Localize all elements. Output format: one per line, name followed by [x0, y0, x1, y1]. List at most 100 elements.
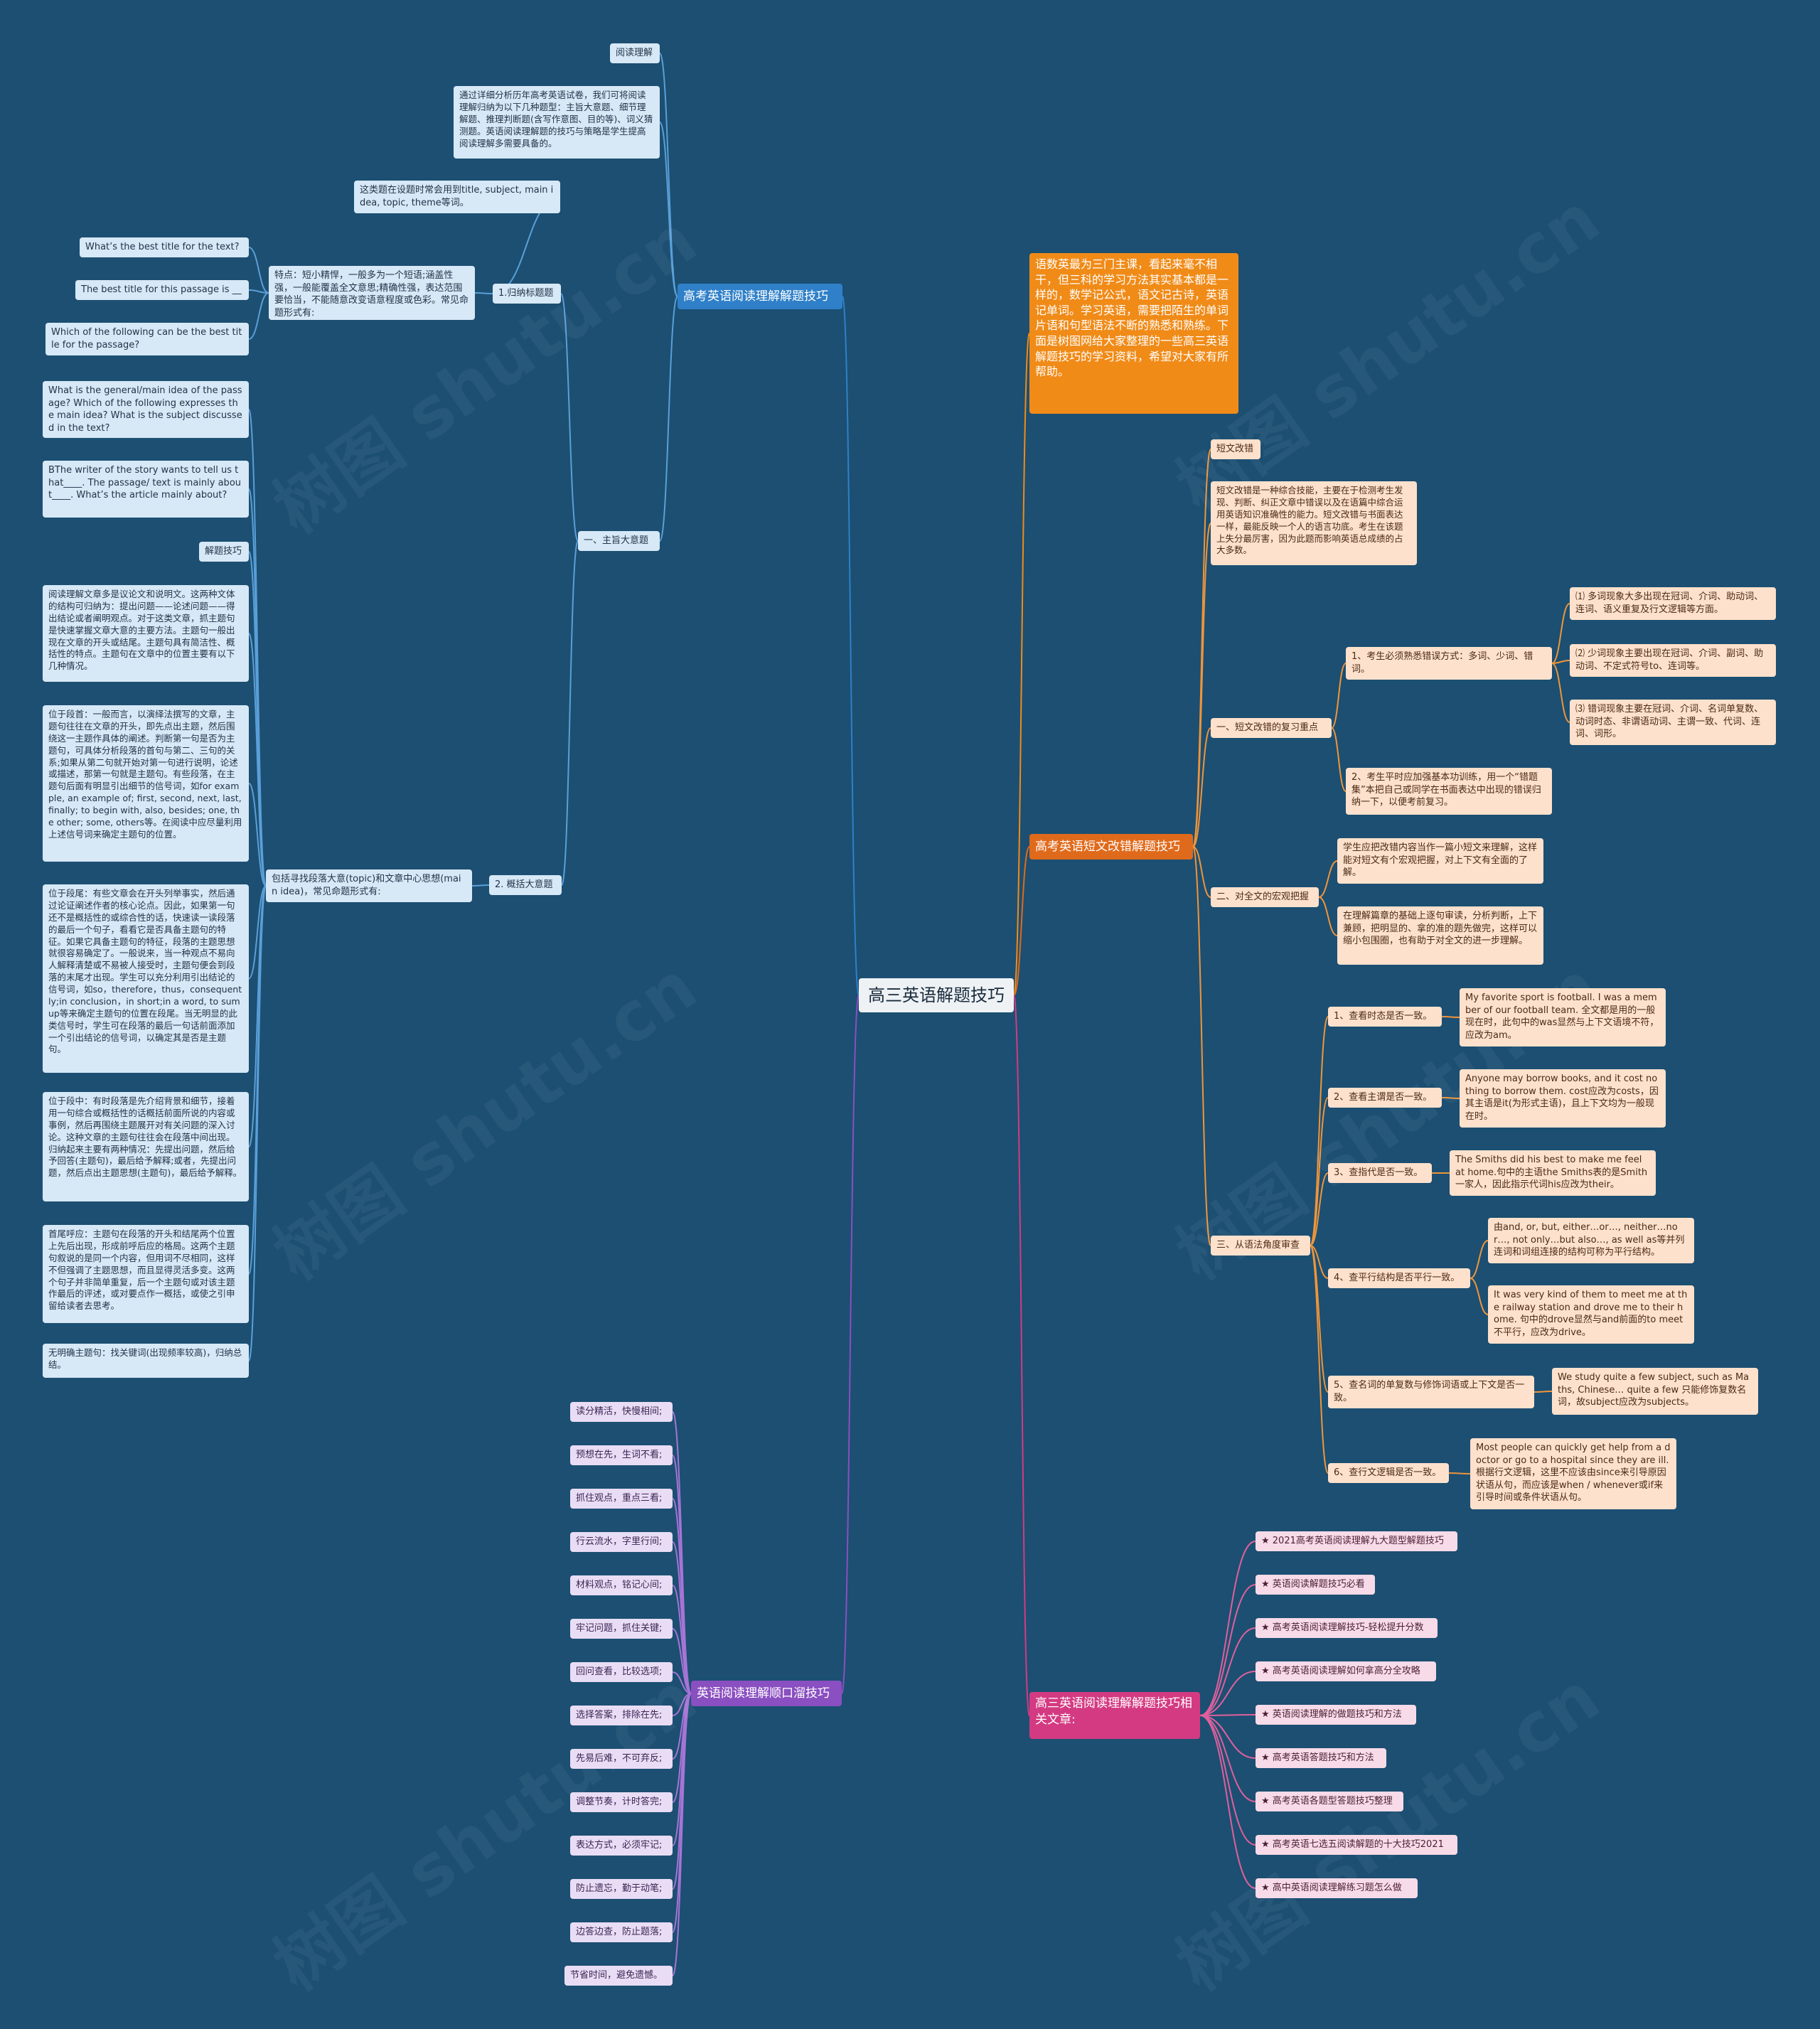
reading-intro[interactable]: 通过详细分析历年高考英语试卷，我们可将阅读理解归纳为以下几种题型：主旨大意题、细…	[454, 86, 660, 159]
related-link[interactable]: ★ 高考英语答题技巧和方法	[1256, 1748, 1386, 1768]
connector	[672, 1693, 692, 1976]
grammar-example[interactable]: We study quite a few subject, such as Ma…	[1552, 1368, 1758, 1415]
connector	[1192, 846, 1211, 1246]
grammar-check[interactable]: 6、查行文逻辑是否一致。	[1328, 1463, 1449, 1483]
mnemonic-item[interactable]: 先易后难，不可弃反;	[570, 1749, 673, 1769]
reading-title[interactable]: 阅读理解	[610, 43, 660, 63]
connector	[1310, 1172, 1329, 1246]
title-question-feature[interactable]: 特点：短小精悍，一般多为一个短语;涵盖性强，一般能覆盖全文意思;精确性强，表达范…	[269, 266, 475, 320]
mnemonic-item[interactable]: 防止遗忘，勤于动笔;	[570, 1879, 673, 1899]
grammar-check[interactable]: 1、查看时态是否一致。	[1328, 1007, 1442, 1027]
grasp-item[interactable]: 学生应把改错内容当作一篇小短文来理解，这样能对短文有个宏观把握，对上下文有全面的…	[1337, 838, 1543, 884]
connector	[1310, 1245, 1329, 1474]
connector	[1199, 1627, 1256, 1716]
tip-item[interactable]: 无明确主题句：找关键词(出现频率较高)，归纳总结。	[43, 1344, 249, 1378]
connector	[672, 1585, 692, 1694]
grammar-example[interactable]: My favorite sport is football. I was a m…	[1460, 988, 1666, 1046]
connector	[1192, 523, 1211, 847]
connector	[672, 1628, 692, 1694]
tip-item[interactable]: 位于段首：一般而言，以演绎法撰写的文章，主题句往往在文章的开头，即先点出主题，然…	[43, 705, 249, 862]
title-form-item[interactable]: What’s the best title for the text?	[80, 237, 249, 257]
grammar-example[interactable]: Most people can quickly get help from a …	[1470, 1438, 1676, 1509]
tip-item[interactable]: 阅读理解文章多是议论文和说明文。这两种文体的结构可归纳为：提出问题——论述问题—…	[43, 585, 249, 682]
connector	[560, 293, 579, 542]
connector	[248, 633, 267, 887]
review-node[interactable]: 一、短文改错的复习重点	[1211, 718, 1332, 738]
mnemonic-item[interactable]: 读分精活，快慢相间;	[570, 1402, 673, 1422]
grasp-node[interactable]: 二、对全文的宏观把握	[1211, 887, 1319, 907]
review-subpoint[interactable]: ⑴ 多词现象大多出现在冠词、介词、助动词、连词、语义重复及行文逻辑等方面。	[1570, 587, 1776, 620]
connector	[471, 884, 490, 887]
main-idea-node[interactable]: 一、主旨大意题	[578, 531, 660, 551]
connector	[1199, 1715, 1256, 1759]
grammar-check[interactable]: 4、查平行结构是否平行一致。	[1328, 1268, 1470, 1288]
correction-title[interactable]: 短文改错	[1211, 439, 1260, 459]
mnemonic-item[interactable]: 表达方式，必须牢记;	[570, 1836, 673, 1856]
connector	[1470, 1240, 1489, 1279]
connector	[841, 995, 860, 1694]
mnemonic-item[interactable]: 选择答案，排除在先;	[570, 1706, 673, 1725]
general-question-desc[interactable]: 包括寻找段落大意(topic)和文章中心思想(main idea)，常见命题形式…	[266, 869, 472, 902]
mnemonic-item[interactable]: 牢记问题，抓住关键;	[570, 1619, 673, 1639]
branch-correction[interactable]: 高考英语短文改错解题技巧	[1029, 834, 1193, 860]
connector	[1192, 846, 1211, 898]
connector	[1013, 995, 1030, 1716]
tip-item[interactable]: 首尾呼应：主题句在段落的开头和结尾两个位置上先后出现，形成前呼后应的格局。这两个…	[43, 1225, 249, 1323]
general-question-node[interactable]: 2. 概括大意题	[489, 875, 562, 895]
mnemonic-item[interactable]: 材料观点，铭记心间;	[570, 1575, 673, 1595]
review-subpoint[interactable]: ⑵ 少词现象主要出现在冠词、介词、副词、助动词、不定式符号to、连词等。	[1570, 644, 1776, 677]
grammar-example[interactable]: It was very kind of them to meet me at t…	[1488, 1285, 1694, 1344]
connector	[248, 289, 269, 294]
general-form-item[interactable]: BThe writer of the story wants to tell u…	[43, 461, 249, 518]
grasp-item[interactable]: 在理解篇章的基础上逐句审读，分析判断，上下兼顾，把明显的、拿的准的题先做完，这样…	[1337, 906, 1543, 965]
connector	[1470, 1278, 1489, 1315]
review-point-2[interactable]: 2、考生平时应加强基本功训练，用一个“错题集”本把自己或同学在书面表达中出现的错…	[1346, 768, 1552, 815]
related-link[interactable]: ★ 2021高考英语阅读理解九大题型解题技巧	[1256, 1531, 1457, 1551]
branch-mnemonic[interactable]: 英语阅读理解顺口溜技巧	[691, 1681, 842, 1706]
branch-reading[interactable]: 高考英语阅读理解解题技巧	[678, 284, 842, 309]
title-form-item[interactable]: The best title for this passage is ___.	[75, 280, 249, 300]
grammar-check[interactable]: 2、查看主谓是否一致。	[1328, 1088, 1442, 1108]
title-question-node[interactable]: 1.归纳标题题	[493, 284, 561, 304]
grammar-example[interactable]: Anyone may borrow books, and it cost not…	[1460, 1069, 1666, 1128]
connector	[248, 292, 269, 340]
mnemonic-item[interactable]: 调整节奏，计时答完;	[570, 1792, 673, 1812]
review-subpoint[interactable]: ⑶ 错词现象主要在冠词、介词、名词单复数、动词时态、非谓语动词、主谓一致、代词、…	[1570, 700, 1776, 745]
grammar-check[interactable]: 3、查指代是否一致。	[1328, 1163, 1432, 1183]
related-link[interactable]: ★ 高考英语阅读理解如何拿高分全攻略	[1256, 1661, 1436, 1681]
intro-text[interactable]: 语数英最为三门主课，看起来毫不相干，但三科的学习方法其实基本都是一样的，数学记公…	[1029, 253, 1238, 414]
connector	[672, 1411, 692, 1694]
title-form-item[interactable]: Which of the following can be the best t…	[46, 323, 249, 355]
tips-label[interactable]: 解题技巧	[199, 542, 249, 562]
mnemonic-item[interactable]: 行云流水，字里行间;	[570, 1532, 673, 1552]
connector	[1318, 896, 1338, 936]
grammar-example[interactable]: 由and, or, but, either…or…, neither…nor…,…	[1488, 1218, 1694, 1263]
grammar-check[interactable]: 5、查名词的单复数与修饰词语或上下文是否一致。	[1328, 1376, 1534, 1408]
correction-intro[interactable]: 短文改错是一种综合技能，主要在于检测考生发现、判断、纠正文章中错误以及在语篇中综…	[1211, 481, 1417, 565]
tip-item[interactable]: 位于段中：有时段落是先介绍背景和细节，接着用一句综合或概括性的话概括前面所说的内…	[43, 1092, 249, 1201]
mnemonic-item[interactable]: 抓住观点，重点三看;	[570, 1489, 673, 1509]
related-link[interactable]: ★ 英语阅读解题技巧必看	[1256, 1575, 1375, 1595]
mnemonic-item[interactable]: 节省时间，避免遗憾。	[564, 1966, 673, 1986]
mnemonic-item[interactable]: 边答边查，防止题落;	[570, 1922, 673, 1942]
tip-item[interactable]: 位于段尾：有些文章会在开头列举事实，然后通过论证阐述作者的核心论点。因此，如果第…	[43, 884, 249, 1073]
general-form-item[interactable]: What is the general/main idea of the pas…	[43, 381, 249, 438]
title-question-words[interactable]: 这类题在设题时常会用到title, subject, main idea, to…	[354, 181, 560, 213]
connector	[1199, 1541, 1256, 1716]
branch-related[interactable]: 高三英语阅读理解解题技巧相关文章:	[1029, 1692, 1200, 1739]
root-topic[interactable]: 高三英语解题技巧	[859, 978, 1014, 1012]
review-point-1[interactable]: 1、考生必须熟悉错误方式：多词、少词、错词。	[1346, 647, 1552, 680]
connector	[1199, 1715, 1256, 1802]
related-link[interactable]: ★ 高考英语阅读理解技巧-轻松提升分数	[1256, 1618, 1438, 1638]
connector	[1533, 1391, 1553, 1393]
mnemonic-item[interactable]: 预想在先，生词不看;	[570, 1445, 673, 1465]
related-link[interactable]: ★ 高考英语各题型答题技巧整理	[1256, 1792, 1403, 1811]
grammar-example[interactable]: The Smiths did his best to make me feel …	[1450, 1150, 1656, 1196]
grammar-node[interactable]: 三、从语法角度审查	[1211, 1236, 1310, 1256]
related-link[interactable]: ★ 高考英语七选五阅读解题的十大技巧2021	[1256, 1835, 1457, 1855]
related-link[interactable]: ★ 英语阅读理解的做题技巧和方法	[1256, 1705, 1416, 1725]
mnemonic-item[interactable]: 回问查看，比较选项;	[570, 1662, 673, 1682]
related-link[interactable]: ★ 高中英语阅读理解练习题怎么做	[1256, 1878, 1418, 1898]
connector	[1310, 1245, 1329, 1393]
connector	[1551, 603, 1570, 664]
